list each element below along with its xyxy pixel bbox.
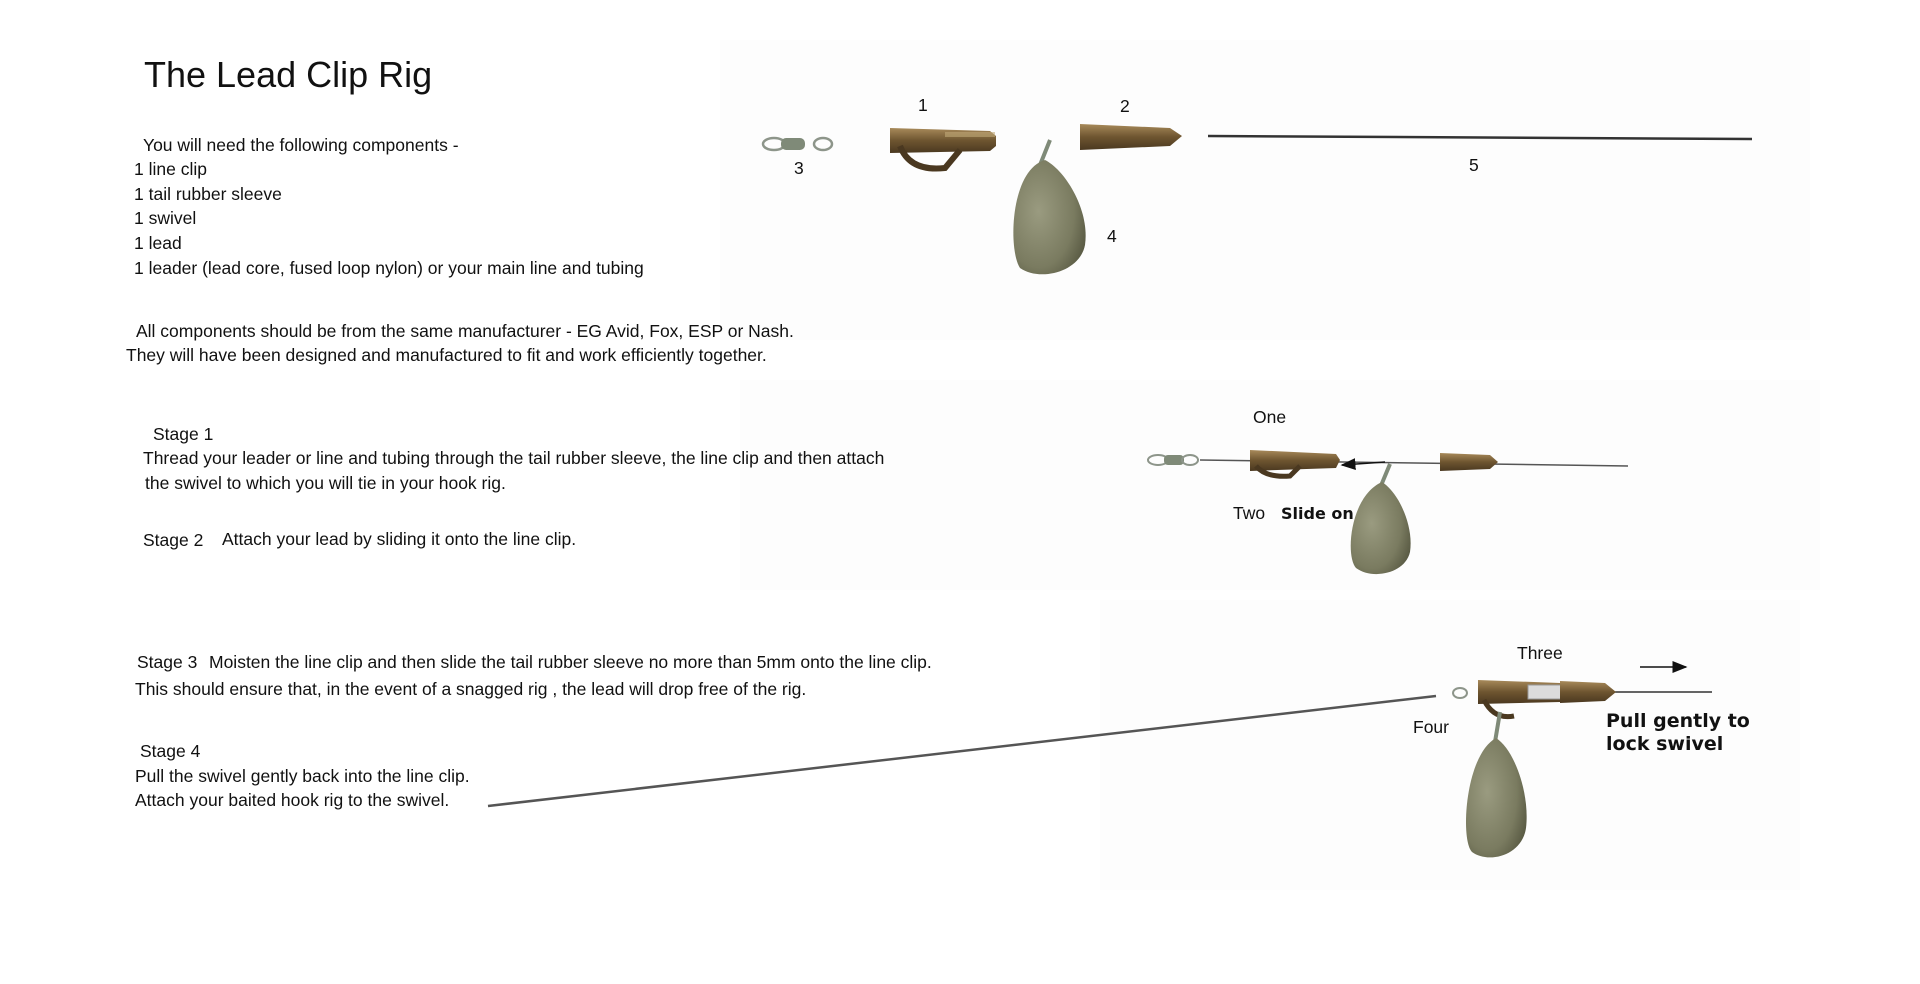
stage3-text: Moisten the line clip and then slide the… [209, 652, 932, 672]
stage1-2-diagram [1147, 450, 1629, 575]
stage3-text: This should ensure that, in the event of… [135, 679, 807, 699]
stage4-text: Attach your baited hook rig to the swive… [135, 790, 450, 810]
component-item: 1 tail rubber sleeve [134, 184, 282, 204]
page-title: The Lead Clip Rig [144, 54, 433, 95]
stage1-text: Thread your leader or line and tubing th… [143, 448, 885, 468]
manufacturer-note: All components should be from the same m… [136, 321, 794, 341]
tail-rubber-sleeve-icon [1080, 124, 1182, 150]
stage4-label: Stage 4 [140, 741, 201, 761]
stage4-text: Pull the swivel gently back into the lin… [135, 766, 470, 786]
label-slide-on: Slide on [1281, 504, 1354, 523]
manufacturer-note: They will have been designed and manufac… [126, 345, 767, 365]
slide-arrow [1340, 458, 1386, 471]
leader-line [1207, 134, 1753, 141]
component-item: 1 swivel [134, 208, 197, 228]
label-leader-number: 5 [1469, 155, 1479, 175]
stage1-label: Stage 1 [153, 424, 214, 444]
label-line-clip-number: 1 [918, 95, 928, 115]
components-heading: You will need the following components - [143, 135, 459, 155]
stage1-text: the swivel to which you will tie in your… [145, 473, 506, 493]
photo-backdrop-2 [740, 380, 1820, 590]
label-two: Two [1233, 503, 1266, 523]
component-item: 1 lead [134, 233, 182, 253]
lead-weight-icon [1350, 463, 1411, 575]
stage3-label: Stage 3 [137, 652, 198, 672]
swivel-icon [1147, 454, 1199, 466]
tail-rubber-sleeve-icon [1560, 681, 1616, 703]
photo-backdrop-3 [1100, 600, 1800, 890]
label-tail-sleeve-number: 2 [1120, 96, 1130, 116]
label-one: One [1253, 407, 1287, 427]
swivel-icon [1452, 687, 1468, 699]
swivel-icon [761, 136, 834, 152]
line-clip-icon [1250, 450, 1340, 479]
connector-line [487, 694, 1437, 808]
stage3-4-diagram [487, 661, 1712, 858]
components-diagram [761, 124, 1753, 275]
label-pull-gently: Pull gently to lock swivel [1606, 710, 1750, 755]
photo-backdrop-1 [720, 40, 1810, 340]
stage2-label: Stage 2 [143, 530, 204, 550]
tail-rubber-sleeve-icon [1440, 453, 1498, 471]
component-item: 1 line clip [134, 159, 207, 179]
line-clip-icon [890, 128, 996, 172]
component-item: 1 leader (lead core, fused loop nylon) o… [134, 258, 644, 278]
stage2-text: Attach your lead by sliding it onto the … [222, 529, 577, 549]
label-swivel-number: 3 [794, 158, 804, 178]
label-lead-number: 4 [1107, 226, 1117, 246]
lead-weight-icon [1013, 139, 1086, 275]
lead-weight-icon [1465, 711, 1527, 858]
label-three: Three [1517, 643, 1563, 663]
label-four: Four [1413, 717, 1449, 737]
line-clip-icon [1478, 680, 1563, 720]
